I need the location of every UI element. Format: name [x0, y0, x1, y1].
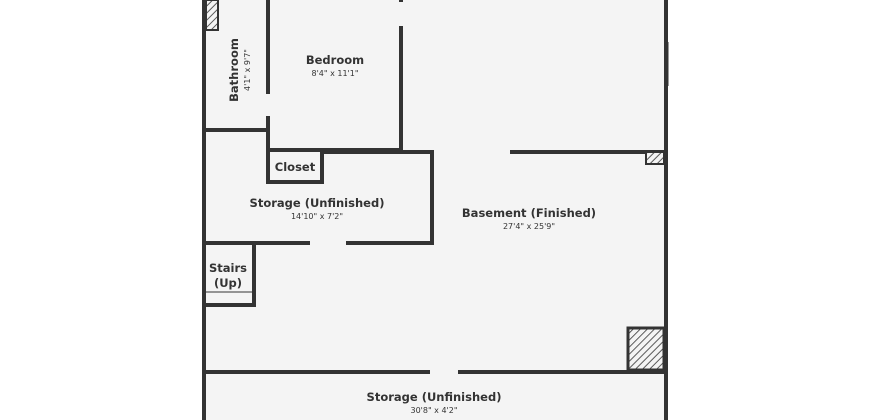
- bedroom-name: Bedroom: [306, 53, 364, 67]
- basement-dimensions: 27'4" x 25'9": [503, 222, 555, 231]
- stairs-direction: (Up): [214, 276, 242, 290]
- column-lower-right: [626, 326, 666, 372]
- closet-name: Closet: [275, 160, 316, 174]
- floor-area: [204, 0, 666, 420]
- storage-bottom-name: Storage (Unfinished): [367, 390, 502, 404]
- basement-name: Basement (Finished): [462, 206, 596, 220]
- storage-bottom-dimensions: 30'8" x 4'2": [410, 406, 457, 415]
- storage-middle-dimensions: 14'10" x 7'2": [291, 212, 343, 221]
- stairs-name: Stairs: [209, 261, 247, 275]
- bathroom-dimensions: 4'1" x 9'7": [243, 49, 252, 91]
- storage-middle-name: Storage (Unfinished): [250, 196, 385, 210]
- bathroom-name: Bathroom: [227, 38, 241, 102]
- hatched-element-top-left: [205, 0, 219, 31]
- column-upper-right: [645, 151, 665, 165]
- bedroom-dimensions: 8'4" x 11'1": [311, 69, 358, 78]
